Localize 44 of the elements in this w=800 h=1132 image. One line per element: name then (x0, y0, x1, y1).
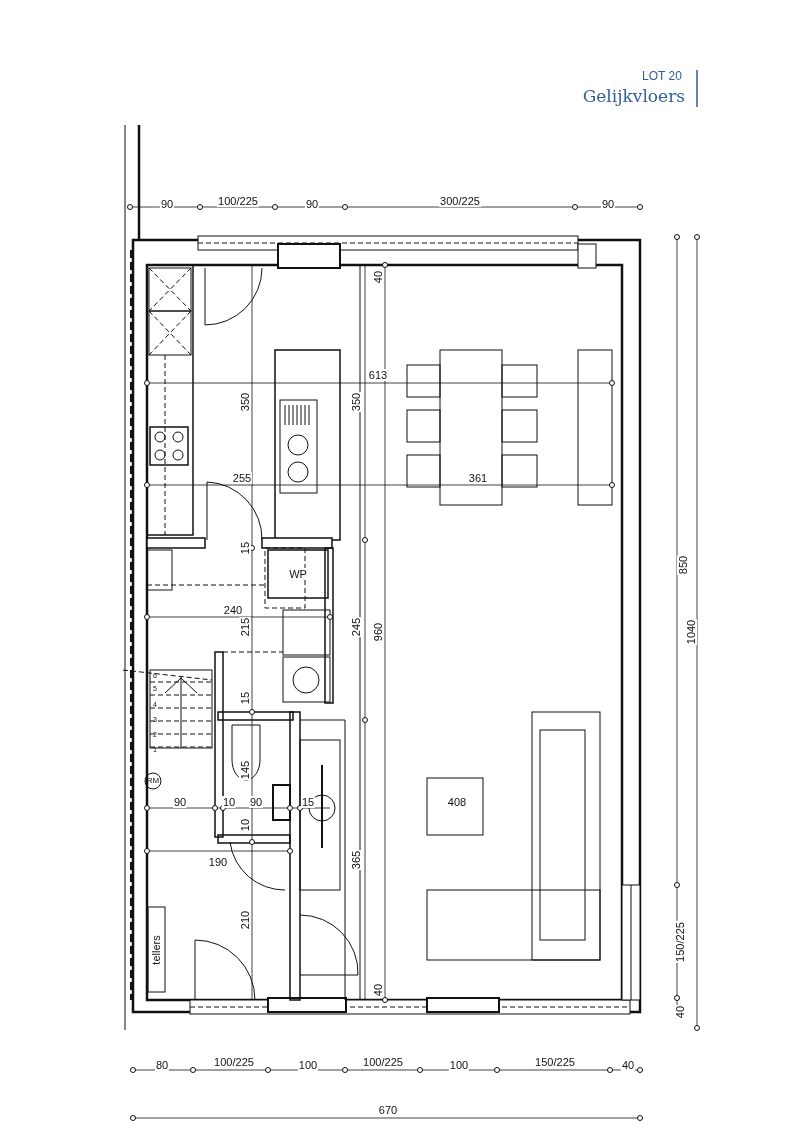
dimension-label: 90 (600, 198, 616, 210)
dimension-label: 210 (239, 909, 251, 931)
dimension-label: 361 (467, 472, 489, 484)
dimension-label: 350 (239, 391, 251, 413)
dimension-label: 408 (446, 796, 468, 808)
dimension-label: 90 (304, 198, 320, 210)
dimension-label: 850 (677, 554, 689, 576)
meter-label: tellers (150, 934, 162, 966)
dimension-label: 215 (239, 616, 251, 638)
dimension-label: 100 (297, 1059, 319, 1071)
dimension-label: 670 (377, 1104, 399, 1116)
plan-title: Gelijkvloers (582, 86, 685, 106)
dimension-label: 245 (350, 616, 362, 638)
appliance-label: WP (288, 568, 308, 580)
lot-number: LOT 20 (641, 70, 683, 82)
dimension-label: 15 (239, 690, 251, 706)
dimension-label: 10 (239, 817, 251, 833)
dimension-label: 90 (159, 198, 175, 210)
dimension-label: 150/225 (674, 921, 686, 963)
dimension-label: 1040 (685, 618, 697, 646)
dimension-label: 15 (239, 540, 251, 556)
dimension-label: 100/225 (362, 1056, 404, 1068)
dimension-label: 40 (620, 1059, 636, 1071)
dimension-label: 150/225 (534, 1056, 576, 1068)
dimension-label: 613 (367, 369, 389, 381)
dimension-label: 40 (372, 982, 384, 998)
dimension-label: 365 (350, 849, 362, 871)
dimension-label: 40 (674, 1004, 686, 1020)
dimension-label: 90 (248, 796, 264, 808)
dimension-label: 240 (222, 604, 244, 616)
dimension-label: 960 (372, 621, 384, 643)
dimension-label: 10 (221, 796, 237, 808)
dimension-label: 15 (300, 796, 316, 808)
dimension-label: 100/225 (213, 1056, 255, 1068)
dimension-label: 80 (154, 1059, 170, 1071)
dimension-label: 90 (172, 796, 188, 808)
dimension-label: 145 (239, 759, 251, 781)
dimension-label: 100 (448, 1059, 470, 1071)
dimension-label: 255 (231, 472, 253, 484)
dimension-label: 350 (350, 391, 362, 413)
dimension-label: 190 (207, 856, 229, 868)
dimension-label: 100/225 (217, 195, 259, 207)
dimension-label: 40 (372, 269, 384, 285)
dimension-label: 300/225 (439, 195, 481, 207)
